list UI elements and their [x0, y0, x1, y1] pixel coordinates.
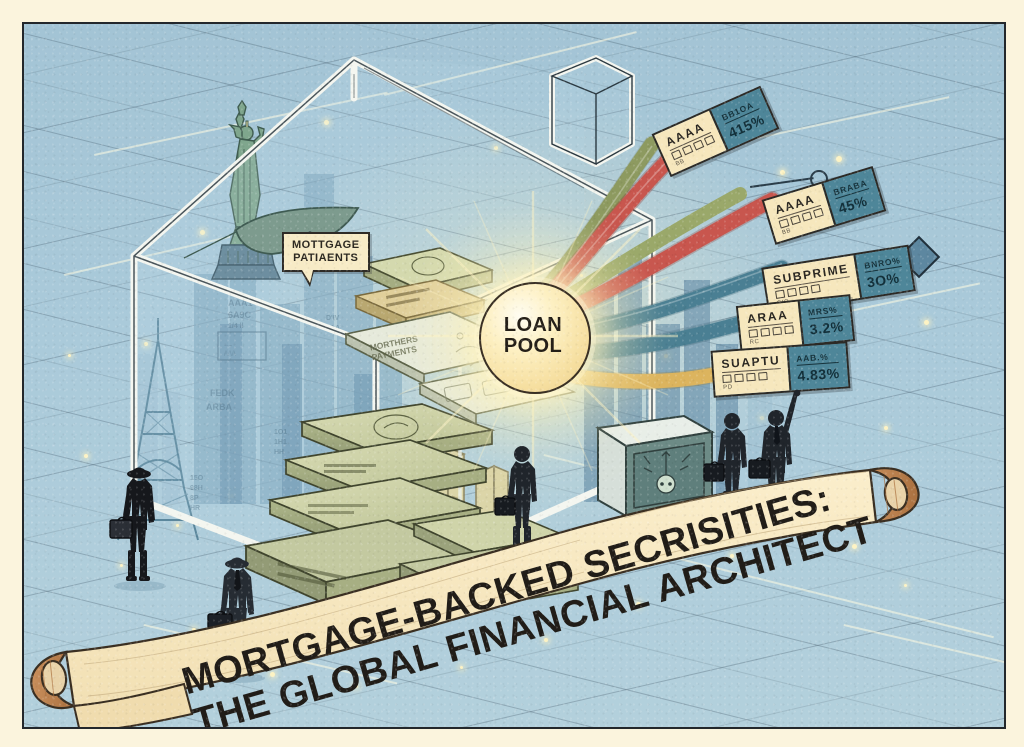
light-spark — [636, 602, 641, 607]
light-spark — [176, 524, 179, 527]
callout-line2: PATIAENTS — [293, 252, 359, 264]
poster-plate: AAA1 6A9C 1/4 ll FEDK ARBA 1O1 1H1 HH 15… — [22, 22, 1006, 729]
mortgage-payments-callout: MOTTGAGE PATIAENTS — [282, 232, 370, 287]
title-scroll-banner — [30, 467, 920, 727]
light-spark — [852, 544, 857, 549]
light-spark — [192, 628, 196, 632]
light-spark — [68, 354, 71, 357]
light-spark — [544, 638, 548, 642]
light-spark — [924, 320, 929, 325]
light-spark — [270, 672, 275, 677]
callout-line1: MOTTGAGE — [292, 239, 360, 251]
light-spark — [84, 454, 88, 458]
light-spark — [884, 426, 888, 430]
businessman-left-foreground — [109, 467, 166, 591]
light-spark — [904, 584, 907, 587]
light-spark — [354, 684, 358, 688]
light-spark — [780, 170, 785, 175]
light-spark — [730, 554, 734, 558]
light-spark — [120, 564, 123, 567]
light-spark — [460, 666, 463, 669]
light-spark — [836, 156, 842, 162]
